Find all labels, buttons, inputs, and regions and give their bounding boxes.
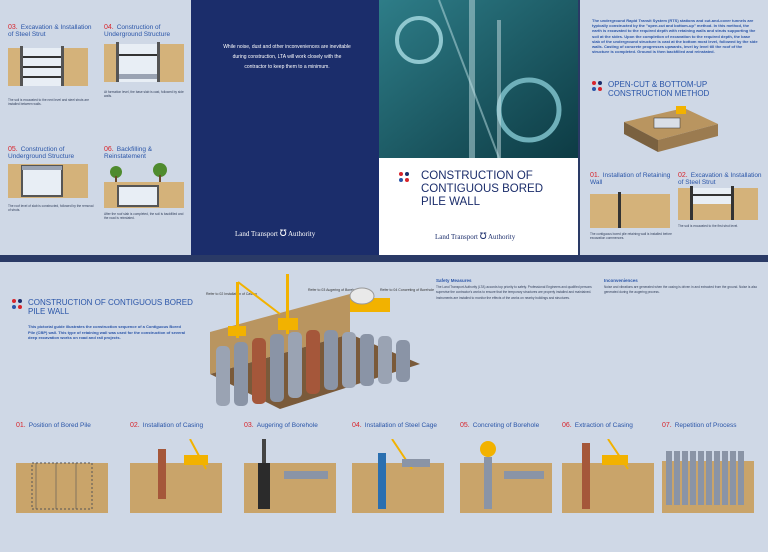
step-03: 03.Augering of Borehole: [244, 422, 340, 513]
step-number: 06.: [562, 422, 572, 429]
step-number: 05.: [460, 422, 470, 429]
logo-text2: Authority: [488, 233, 516, 241]
step-title: Excavation & Installation of Steel Strut: [8, 24, 92, 38]
cover-title: CONSTRUCTION OF CONTIGUOUS BORED PILE WA…: [421, 170, 544, 208]
safety-title: Safety Measures: [436, 278, 472, 283]
method-title: OPEN-CUT & BOTTOM-UP CONSTRUCTION METHOD: [608, 80, 710, 98]
pile-row: [216, 330, 410, 406]
step-number: 01.: [590, 172, 600, 179]
step-number: 03.: [244, 422, 254, 429]
logo-icon: ℧: [479, 231, 487, 241]
backfill-diagram: [104, 163, 184, 208]
brand-dots-icon: [592, 81, 602, 91]
step-number: 01.: [16, 422, 26, 429]
steel-cage-diagram: [352, 439, 444, 513]
step-number: 04.: [104, 24, 114, 31]
step-06: 06.Extraction of Casing: [562, 422, 658, 513]
step-title: Extraction of Casing: [574, 422, 633, 429]
excavation-diagram: [678, 186, 758, 220]
step-06: 06.Backfilling & Reinstatement After the…: [104, 146, 184, 221]
logo-text: Land Transport: [235, 230, 278, 238]
safety-section: Safety Measures The Land Transport Autho…: [436, 278, 596, 301]
concreting-diagram: [460, 441, 552, 513]
inconvenience-section: Inconveniences Noise and vibrations are …: [604, 278, 760, 296]
brand-dots-icon: [12, 299, 22, 309]
step-number: 05.: [8, 146, 18, 153]
callout-casing: Refer to 02 Installation of Casing: [206, 292, 257, 296]
step-title: Excavation & Installation of Steel Strut: [678, 172, 762, 186]
lta-logo: Land Transport ℧ Authority: [235, 228, 315, 239]
step-title: Construction of Underground Structure: [104, 24, 171, 38]
step-05: 05.Concreting of Borehole: [460, 422, 556, 513]
panel-cover: CONSTRUCTION OF CONTIGUOUS BORED PILE WA…: [379, 0, 578, 255]
step-04: 04.Construction of Underground Structure…: [104, 24, 184, 99]
step-number: 02.: [130, 422, 140, 429]
step-number: 02.: [678, 172, 688, 179]
step-02: 02.Installation of Casing: [130, 422, 226, 513]
bottom-heading: CONSTRUCTION OF CONTIGUOUS BORED PILE WA…: [12, 298, 212, 316]
open-cut-illustration: [624, 106, 718, 152]
cover-photo: [379, 0, 578, 158]
method-step-01: 01.Installation of Retaining Wall The co…: [590, 172, 672, 241]
step-number: 04.: [352, 422, 362, 429]
safety-body: The Land Transport Authority (LTA) accor…: [436, 285, 592, 300]
cover-lta-logo: Land Transport ℧ Authority: [435, 231, 515, 242]
logo-icon: ℧: [279, 228, 287, 238]
step-title: Backfilling & Reinstatement: [104, 146, 153, 160]
auger-rig-icon: [278, 274, 298, 334]
panel-navy-quote: While noise, dust and other inconvenienc…: [191, 0, 379, 255]
step-title: Construction of Underground Structure: [8, 146, 75, 160]
step-strip: 01.Position of Bored Pile 02.Installatio…: [0, 412, 768, 552]
step-number: 06.: [104, 146, 114, 153]
step-title: Augering of Borehole: [256, 422, 318, 429]
cbp-wall-illustration: [210, 274, 420, 409]
step-title: Position of Bored Pile: [28, 422, 91, 429]
step-title: Installation of Casing: [142, 422, 204, 429]
bottom-title: CONSTRUCTION OF CONTIGUOUS BORED PILE WA…: [28, 298, 193, 316]
step-07: 07.Repetition of Process: [662, 422, 762, 513]
step-04: 04.Installation of Steel Cage: [352, 422, 452, 513]
concrete-truck-icon: [349, 287, 390, 312]
casing-diagram: [130, 439, 222, 513]
retaining-wall-diagram: [590, 192, 670, 228]
step-number: 07.: [662, 422, 672, 429]
augering-diagram: [244, 439, 336, 513]
panel-open-cut-method: The underground Rapid Transit System (RT…: [580, 0, 768, 255]
step-title: Installation of Steel Cage: [364, 422, 438, 429]
quote-text: While noise, dust and other inconvenienc…: [223, 44, 351, 70]
panel-underground-steps: 03.Excavation & Installation of Steel St…: [0, 0, 191, 255]
step-05: 05.Construction of Underground Structure…: [8, 146, 94, 213]
bottom-intro: This pictorial guide illustrates the con…: [28, 324, 186, 340]
callout-concreting: Refer to 04 Concreting of Borehole: [380, 288, 435, 292]
underground-structure-diagram: [104, 42, 184, 82]
step-number: 03.: [8, 24, 18, 31]
method-intro: The underground Rapid Transit System (RT…: [592, 18, 758, 55]
inconvenience-title: Inconveniences: [604, 278, 638, 283]
crane-icon: [228, 281, 281, 338]
method-heading: OPEN-CUT & BOTTOM-UP CONSTRUCTION METHOD: [592, 80, 758, 98]
panel-cbp-wall: CONSTRUCTION OF CONTIGUOUS BORED PILE WA…: [0, 262, 768, 552]
callout-augering: Refer to 03 Augering of Borehole: [308, 288, 359, 292]
step-03: 03.Excavation & Installation of Steel St…: [8, 24, 92, 107]
method-step-02: 02.Excavation & Installation of Steel St…: [678, 172, 762, 228]
step-title: Installation of Retaining Wall: [590, 172, 671, 186]
repetition-diagram: [662, 451, 754, 513]
step-title: Concreting of Borehole: [472, 422, 540, 429]
step-title: Repetition of Process: [674, 422, 737, 429]
step-01: 01.Position of Bored Pile: [16, 422, 112, 513]
brand-dots-icon: [399, 172, 409, 182]
logo-text2: Authority: [288, 230, 316, 238]
extraction-diagram: [562, 439, 654, 513]
inconvenience-body: Noise and vibrations are generated when …: [604, 285, 758, 295]
structure-complete-diagram: [8, 164, 88, 198]
excavation-strut-diagram: [8, 46, 88, 86]
pile-position-diagram: [16, 462, 108, 513]
cover-title-block: CONSTRUCTION OF CONTIGUOUS BORED PILE WA…: [399, 170, 569, 209]
logo-text: Land Transport: [435, 233, 478, 241]
